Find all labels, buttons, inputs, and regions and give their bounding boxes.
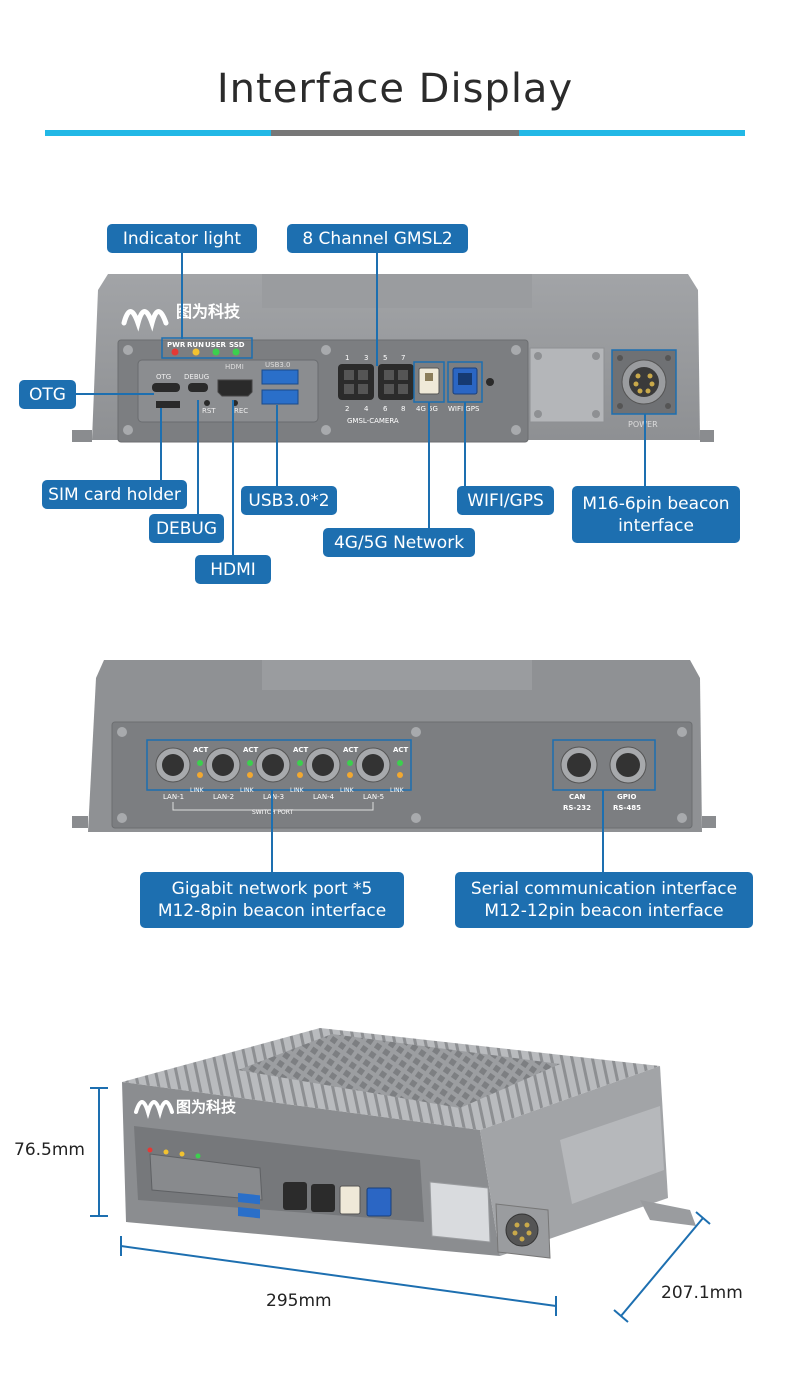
iso-device-image: 图为科技 (122, 1028, 696, 1259)
callout-hdmi: HDMI (195, 555, 271, 584)
leader-wifi (464, 402, 466, 486)
callout-serial-line1: Serial communication interface (470, 879, 738, 899)
callout-lan-line2: M12-8pin beacon interface (157, 901, 387, 921)
label-otg: OTG (156, 373, 171, 381)
leader-debug (197, 400, 199, 514)
act-label-1: ACT (193, 746, 209, 754)
callout-beacon-line2: interface (618, 515, 694, 536)
leader-lan (271, 790, 273, 872)
front-device-image (72, 274, 714, 443)
label-ssd: SSD (229, 341, 245, 349)
net-label: 4G 5G (416, 405, 438, 413)
leader-beacon (644, 414, 646, 486)
callout-network: 4G/5G Network (323, 528, 475, 557)
link-label-3: LINK (290, 787, 305, 794)
gpio-label: GPIO (617, 793, 636, 801)
label-rec: REC (234, 407, 248, 415)
title-underline-right (519, 130, 745, 136)
rear-device-image (72, 660, 716, 832)
callout-debug: DEBUG (149, 514, 224, 543)
dimension-width: 295mm (266, 1291, 332, 1311)
label-rst: RST (202, 407, 216, 415)
rs485-label: RS-485 (613, 804, 641, 812)
gmsl-label-4: 4 (364, 405, 369, 413)
leader-usb (276, 405, 278, 486)
callout-lan: Gigabit network port *5 M12-8pin beacon … (140, 872, 404, 928)
callout-usb: USB3.0*2 (241, 486, 337, 515)
lan-label-2: LAN-2 (213, 793, 234, 801)
callout-serial: Serial communication interface M12-12pin… (455, 872, 753, 928)
gmsl-label-2: 2 (345, 405, 349, 413)
rear-panel-labels: ACT ACT ACT ACT ACT LINK LINK LINK LINK … (163, 746, 641, 816)
leader-sim (160, 408, 162, 480)
callout-otg: OTG (19, 380, 76, 409)
act-label-5: ACT (393, 746, 409, 754)
rs232-label: RS-232 (563, 804, 591, 812)
label-run: RUN (187, 341, 204, 349)
leader-indicator (181, 253, 183, 339)
link-label-5: LINK (390, 787, 405, 794)
link-label-2: LINK (240, 787, 255, 794)
wifi-label: WIFI GPS (448, 405, 480, 413)
gmsl-label-1: 1 (345, 354, 349, 362)
act-label-4: ACT (343, 746, 359, 754)
dimension-depth: 207.1mm (661, 1283, 743, 1303)
callout-serial-line2: M12-12pin beacon interface (484, 901, 724, 921)
iso-brand-logo-text: 图为科技 (176, 1098, 237, 1116)
callout-indicator-light: Indicator light (107, 224, 257, 253)
leader-gmsl (376, 253, 378, 366)
dimension-lines (90, 1087, 711, 1323)
can-label: CAN (569, 793, 586, 801)
gmsl-label-6: 6 (383, 405, 388, 413)
gmsl-label-5: 5 (383, 354, 387, 362)
brand-logo-text: 图为科技 (176, 302, 241, 321)
callout-lan-line1: Gigabit network port *5 (171, 879, 373, 899)
label-usb: USB3.0 (265, 361, 291, 369)
leader-serial (602, 790, 604, 872)
gmsl-label-8: 8 (401, 405, 405, 413)
act-label-2: ACT (243, 746, 259, 754)
title-underline-left (45, 130, 271, 136)
link-label-4: LINK (340, 787, 355, 794)
title-underline-middle (271, 130, 519, 136)
lan-label-1: LAN-1 (163, 793, 184, 801)
page-title: Interface Display (216, 66, 574, 112)
lan-label-3: LAN-3 (263, 793, 284, 801)
link-label-1: LINK (190, 787, 205, 794)
callout-wifi-gps: WIFI/GPS (457, 486, 554, 515)
lan-label-4: LAN-4 (313, 793, 335, 801)
label-user: USER (205, 341, 227, 349)
power-label: POWER (628, 420, 658, 429)
callout-sim-card: SIM card holder (42, 480, 187, 509)
leader-network (428, 402, 430, 528)
label-debug: DEBUG (184, 373, 209, 381)
leader-hdmi (232, 400, 234, 555)
callout-gmsl: 8 Channel GMSL2 (287, 224, 468, 253)
callout-beacon-m16: M16-6pin beacon interface (572, 486, 740, 543)
leader-otg (76, 393, 154, 395)
dimension-height: 76.5mm (14, 1140, 85, 1160)
label-pwr: PWR (167, 341, 186, 349)
gmsl-camera-label: GMSL-CAMERA (347, 417, 399, 425)
lan-label-5: LAN-5 (363, 793, 384, 801)
callout-beacon-line1: M16-6pin beacon (582, 493, 730, 514)
front-panel-labels: 图为科技 PWR RUN USER SSD OTG DEBUG HDMI USB… (156, 302, 658, 429)
act-label-3: ACT (293, 746, 309, 754)
gmsl-label-7: 7 (401, 354, 405, 362)
gmsl-label-3: 3 (364, 354, 368, 362)
label-hdmi: HDMI (225, 363, 244, 371)
